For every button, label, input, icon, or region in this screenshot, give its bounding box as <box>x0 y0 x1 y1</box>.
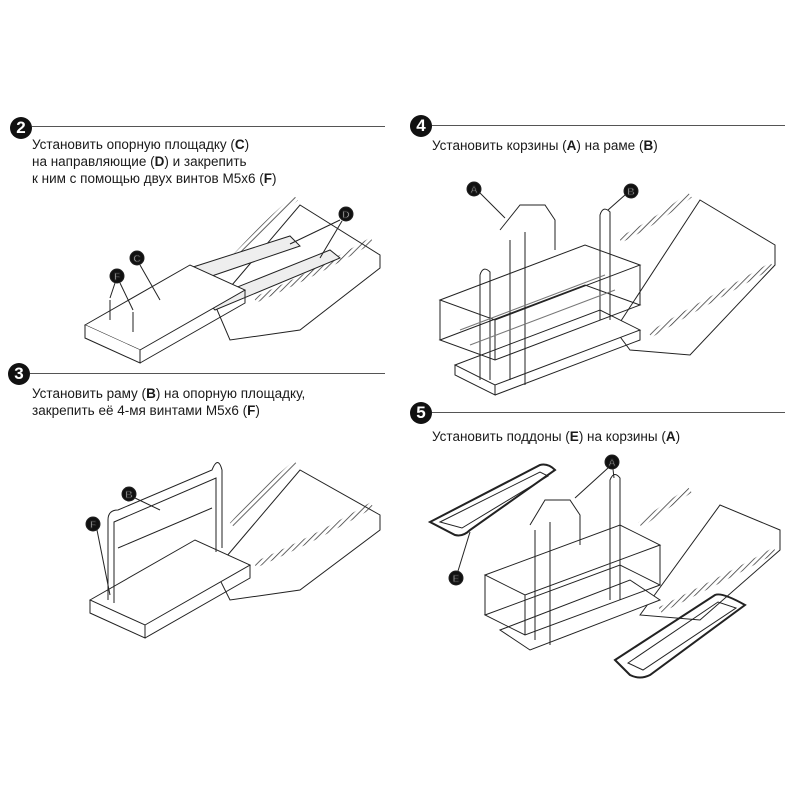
svg-text:C: C <box>133 254 140 265</box>
step-3-instruction: Установить раму (B) на опорную площадку,… <box>32 385 305 419</box>
step-5-divider <box>432 412 785 413</box>
step-3-drawing <box>88 460 381 639</box>
step-2-drawing <box>83 195 381 364</box>
step-5-badge: 5 <box>410 402 432 424</box>
callout-a-step5: A <box>604 454 620 470</box>
step-4-divider <box>432 125 785 126</box>
step-2-divider <box>32 126 385 127</box>
svg-text:F: F <box>90 520 96 531</box>
step-3-divider <box>30 373 385 374</box>
callout-e: E <box>448 570 464 586</box>
svg-text:A: A <box>608 458 615 469</box>
instr-line: Установить раму (B) на опорную площадку, <box>32 386 306 401</box>
step-3-badge: 3 <box>8 363 30 385</box>
callout-f-step3: F <box>85 516 101 532</box>
callout-c: C <box>129 250 145 266</box>
callout-a-step4: A <box>466 181 482 197</box>
callout-b-step4: B <box>623 183 639 199</box>
step-5-drawing <box>427 463 781 679</box>
svg-text:F: F <box>114 272 120 283</box>
step-4-drawing <box>438 192 776 396</box>
instr-line: закрепить её 4-мя винтами М5х6 (F) <box>32 403 260 418</box>
step-5-instruction: Установить поддоны (E) на корзины (A) <box>432 428 680 445</box>
svg-text:B: B <box>125 490 132 501</box>
step-4-badge: 4 <box>410 115 432 137</box>
instr-line: к ним с помощью двух винтов М5х6 (F) <box>32 171 277 186</box>
svg-text:A: A <box>470 185 477 196</box>
svg-text:E: E <box>453 574 460 585</box>
step-2-instruction: Установить опорную площадку (C) на напра… <box>32 136 276 187</box>
callout-b-step3: B <box>121 486 137 502</box>
instr-line: Установить опорную площадку (C) <box>32 137 250 152</box>
callout-d: D <box>338 206 354 222</box>
svg-text:B: B <box>627 187 634 198</box>
step-2-badge: 2 <box>10 117 32 139</box>
instr-line: Установить корзины (A) на раме (B) <box>432 138 658 153</box>
instr-line: на направляющие (D) и закрепить <box>32 154 247 169</box>
callout-f-step2: F <box>109 268 125 284</box>
svg-text:D: D <box>342 210 349 221</box>
step-4-instruction: Установить корзины (A) на раме (B) <box>432 137 658 154</box>
instr-line: Установить поддоны (E) на корзины (A) <box>432 429 681 444</box>
